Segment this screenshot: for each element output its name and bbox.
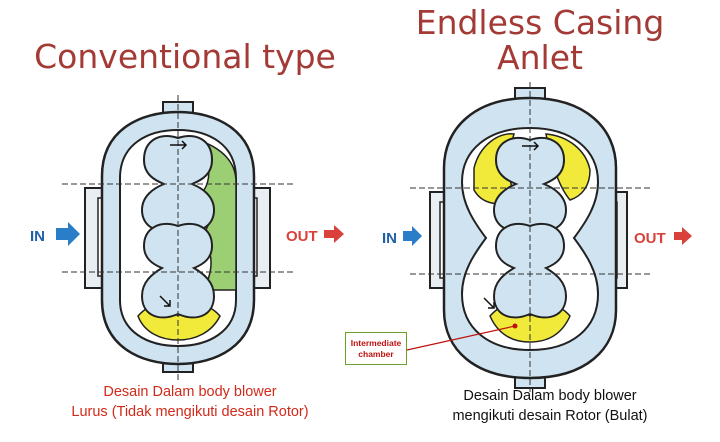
in-arrow-left xyxy=(56,222,80,246)
caption-conventional: Desain Dalam body blower Lurus (Tidak me… xyxy=(30,382,350,422)
intermediate-chamber-line2: chamber xyxy=(358,349,394,359)
caption-left-line1: Desain Dalam body blower xyxy=(103,384,277,400)
rotor-lower-right xyxy=(492,223,568,319)
caption-right-line1: Desain Dalam body blower xyxy=(463,388,637,404)
out-label-right: OUT xyxy=(634,230,666,247)
intermediate-chamber-label: Intermediate chamber xyxy=(345,332,407,365)
intermediate-chamber-line1: Intermediate xyxy=(350,338,402,348)
conventional-blower xyxy=(62,95,296,380)
out-arrow-right xyxy=(674,227,692,245)
out-label-left: OUT xyxy=(286,228,318,245)
in-label-right: IN xyxy=(382,230,397,247)
out-arrow-left xyxy=(324,225,344,243)
title-right-line1: Endless Casing xyxy=(415,3,665,42)
caption-right-line2: mengikuti desain Rotor (Bulat) xyxy=(452,408,648,424)
in-label-left: IN xyxy=(30,228,45,245)
title-endless-casing-anlet: Endless Casing Anlet xyxy=(370,3,710,77)
title-right-line2: Anlet xyxy=(497,37,583,77)
title-conventional-type: Conventional type xyxy=(34,37,336,76)
caption-endless-casing: Desain Dalam body blower mengikuti desai… xyxy=(405,386,695,426)
endless-casing-blower xyxy=(406,82,650,392)
caption-left-line2: Lurus (Tidak mengikuti desain Rotor) xyxy=(71,404,309,420)
in-arrow-right xyxy=(403,226,422,246)
